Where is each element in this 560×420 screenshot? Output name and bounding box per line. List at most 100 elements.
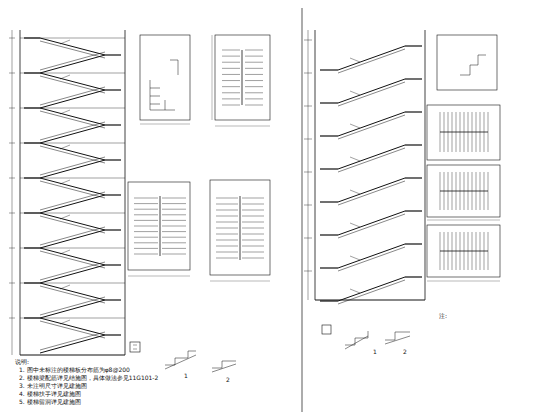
drawing-stroke	[140, 124, 190, 125]
drawing-stroke	[40, 248, 105, 265]
drawing-stroke	[222, 80, 240, 81]
note-text: 3. 未注明尺寸详见建施图	[18, 382, 88, 389]
drawing-stroke	[40, 178, 105, 195]
drawing-stroke	[405, 78, 422, 79]
drawing-stroke	[245, 105, 263, 106]
drawing-stroke	[60, 215, 70, 219]
drawing-stroke	[162, 248, 186, 249]
drawing-stroke	[134, 214, 158, 215]
drawing-stroke	[215, 35, 270, 120]
drawing-stroke	[304, 106, 312, 107]
drawing-stroke	[315, 30, 316, 300]
drawing-stroke	[405, 210, 422, 211]
drawing-stroke	[40, 38, 105, 55]
drawing-stroke	[216, 252, 238, 253]
drawing-stroke	[245, 92, 263, 93]
note-text: 5. 楼梯留洞详见建施图	[18, 398, 82, 405]
drawing-stroke	[385, 332, 410, 344]
drawing-stroke	[460, 55, 486, 75]
drawing-stroke	[40, 160, 105, 178]
drawing-stroke	[350, 124, 360, 128]
drawing-stroke	[9, 213, 15, 214]
drawing-stroke	[20, 178, 125, 179]
drawing-stroke	[134, 231, 158, 232]
drawing-stroke	[133, 349, 137, 350]
drawing-stroke	[245, 74, 263, 75]
drawing-stroke	[338, 112, 405, 136]
drawing-stroke	[20, 30, 21, 355]
drawing-stroke	[40, 76, 105, 93]
drawing-stroke	[338, 181, 405, 205]
drawing-stroke	[162, 242, 186, 243]
drawing-stroke	[24, 142, 40, 143]
drawing-stroke	[216, 228, 238, 229]
drawing-stroke	[9, 143, 15, 144]
drawing-stroke	[9, 318, 15, 319]
drawing-stroke	[242, 252, 264, 253]
drawing-stroke	[320, 234, 338, 235]
drawing-stroke	[308, 30, 309, 300]
drawing-stroke	[350, 157, 360, 161]
drawing-stroke	[105, 264, 121, 265]
drawing-stroke	[245, 56, 263, 57]
drawing-stroke	[9, 178, 15, 179]
drawing-stroke	[20, 283, 125, 284]
drawing-stroke	[105, 159, 121, 160]
drawing-stroke	[128, 276, 190, 277]
drawing-stroke	[60, 285, 70, 289]
drawing-stroke	[427, 105, 500, 160]
drawing-stroke	[40, 73, 105, 90]
drawing-stroke	[40, 111, 105, 128]
note-text: 1. 图中未标注的楼梯板分布筋为φ8@200	[18, 366, 131, 373]
drawing-stroke	[350, 256, 360, 260]
drawing-stroke	[245, 86, 263, 87]
drawing-stroke	[222, 50, 240, 51]
drawing-stroke	[40, 265, 105, 283]
drawing-stroke	[150, 60, 178, 110]
drawing-stroke	[40, 318, 105, 335]
drawing-stroke	[322, 325, 331, 334]
drawing-stroke	[405, 45, 422, 46]
drawing-stroke	[60, 110, 70, 114]
drawing-stroke	[105, 194, 121, 195]
drawing-stroke	[320, 201, 338, 202]
drawing-stroke	[40, 262, 105, 280]
note-text: 2. 楼梯梁配筋详见结施图，具体做法参见11G101-2	[18, 374, 159, 381]
drawing-stroke	[105, 229, 121, 230]
drawing-stroke	[9, 108, 15, 109]
drawing-stroke	[222, 86, 240, 87]
drawing-stroke	[245, 80, 263, 81]
callout-number: 1	[372, 348, 378, 355]
drawing-stroke	[134, 209, 158, 210]
drawing-stroke	[40, 297, 105, 315]
drawing-stroke	[125, 30, 126, 355]
drawing-stroke	[20, 73, 125, 74]
drawing-stroke	[245, 62, 263, 63]
drawing-stroke	[24, 282, 40, 283]
drawing-stroke	[40, 157, 105, 175]
drawing-stroke	[40, 283, 105, 300]
callout-number: 1	[183, 372, 189, 379]
drawing-stroke	[338, 145, 405, 169]
drawing-stroke	[40, 192, 105, 210]
drawing-stroke	[40, 321, 105, 338]
drawing-stroke	[40, 251, 105, 268]
drawing-stroke	[24, 247, 40, 248]
drawing-stroke	[216, 234, 238, 235]
drawing-stroke	[304, 73, 312, 74]
drawing-stroke	[40, 41, 105, 58]
drawing-stroke	[304, 172, 312, 173]
drawing-stroke	[338, 148, 405, 172]
drawing-stroke	[242, 210, 264, 211]
drawing-stroke	[304, 40, 312, 41]
drawing-stroke	[24, 317, 40, 318]
drawing-stroke	[427, 220, 500, 221]
drawing-stroke	[350, 190, 360, 194]
drawing-stroke	[40, 52, 105, 70]
drawing-stroke	[210, 281, 270, 282]
drawing-stroke	[338, 277, 405, 301]
sheet-divider	[302, 8, 303, 412]
drawing-stroke	[405, 177, 422, 178]
